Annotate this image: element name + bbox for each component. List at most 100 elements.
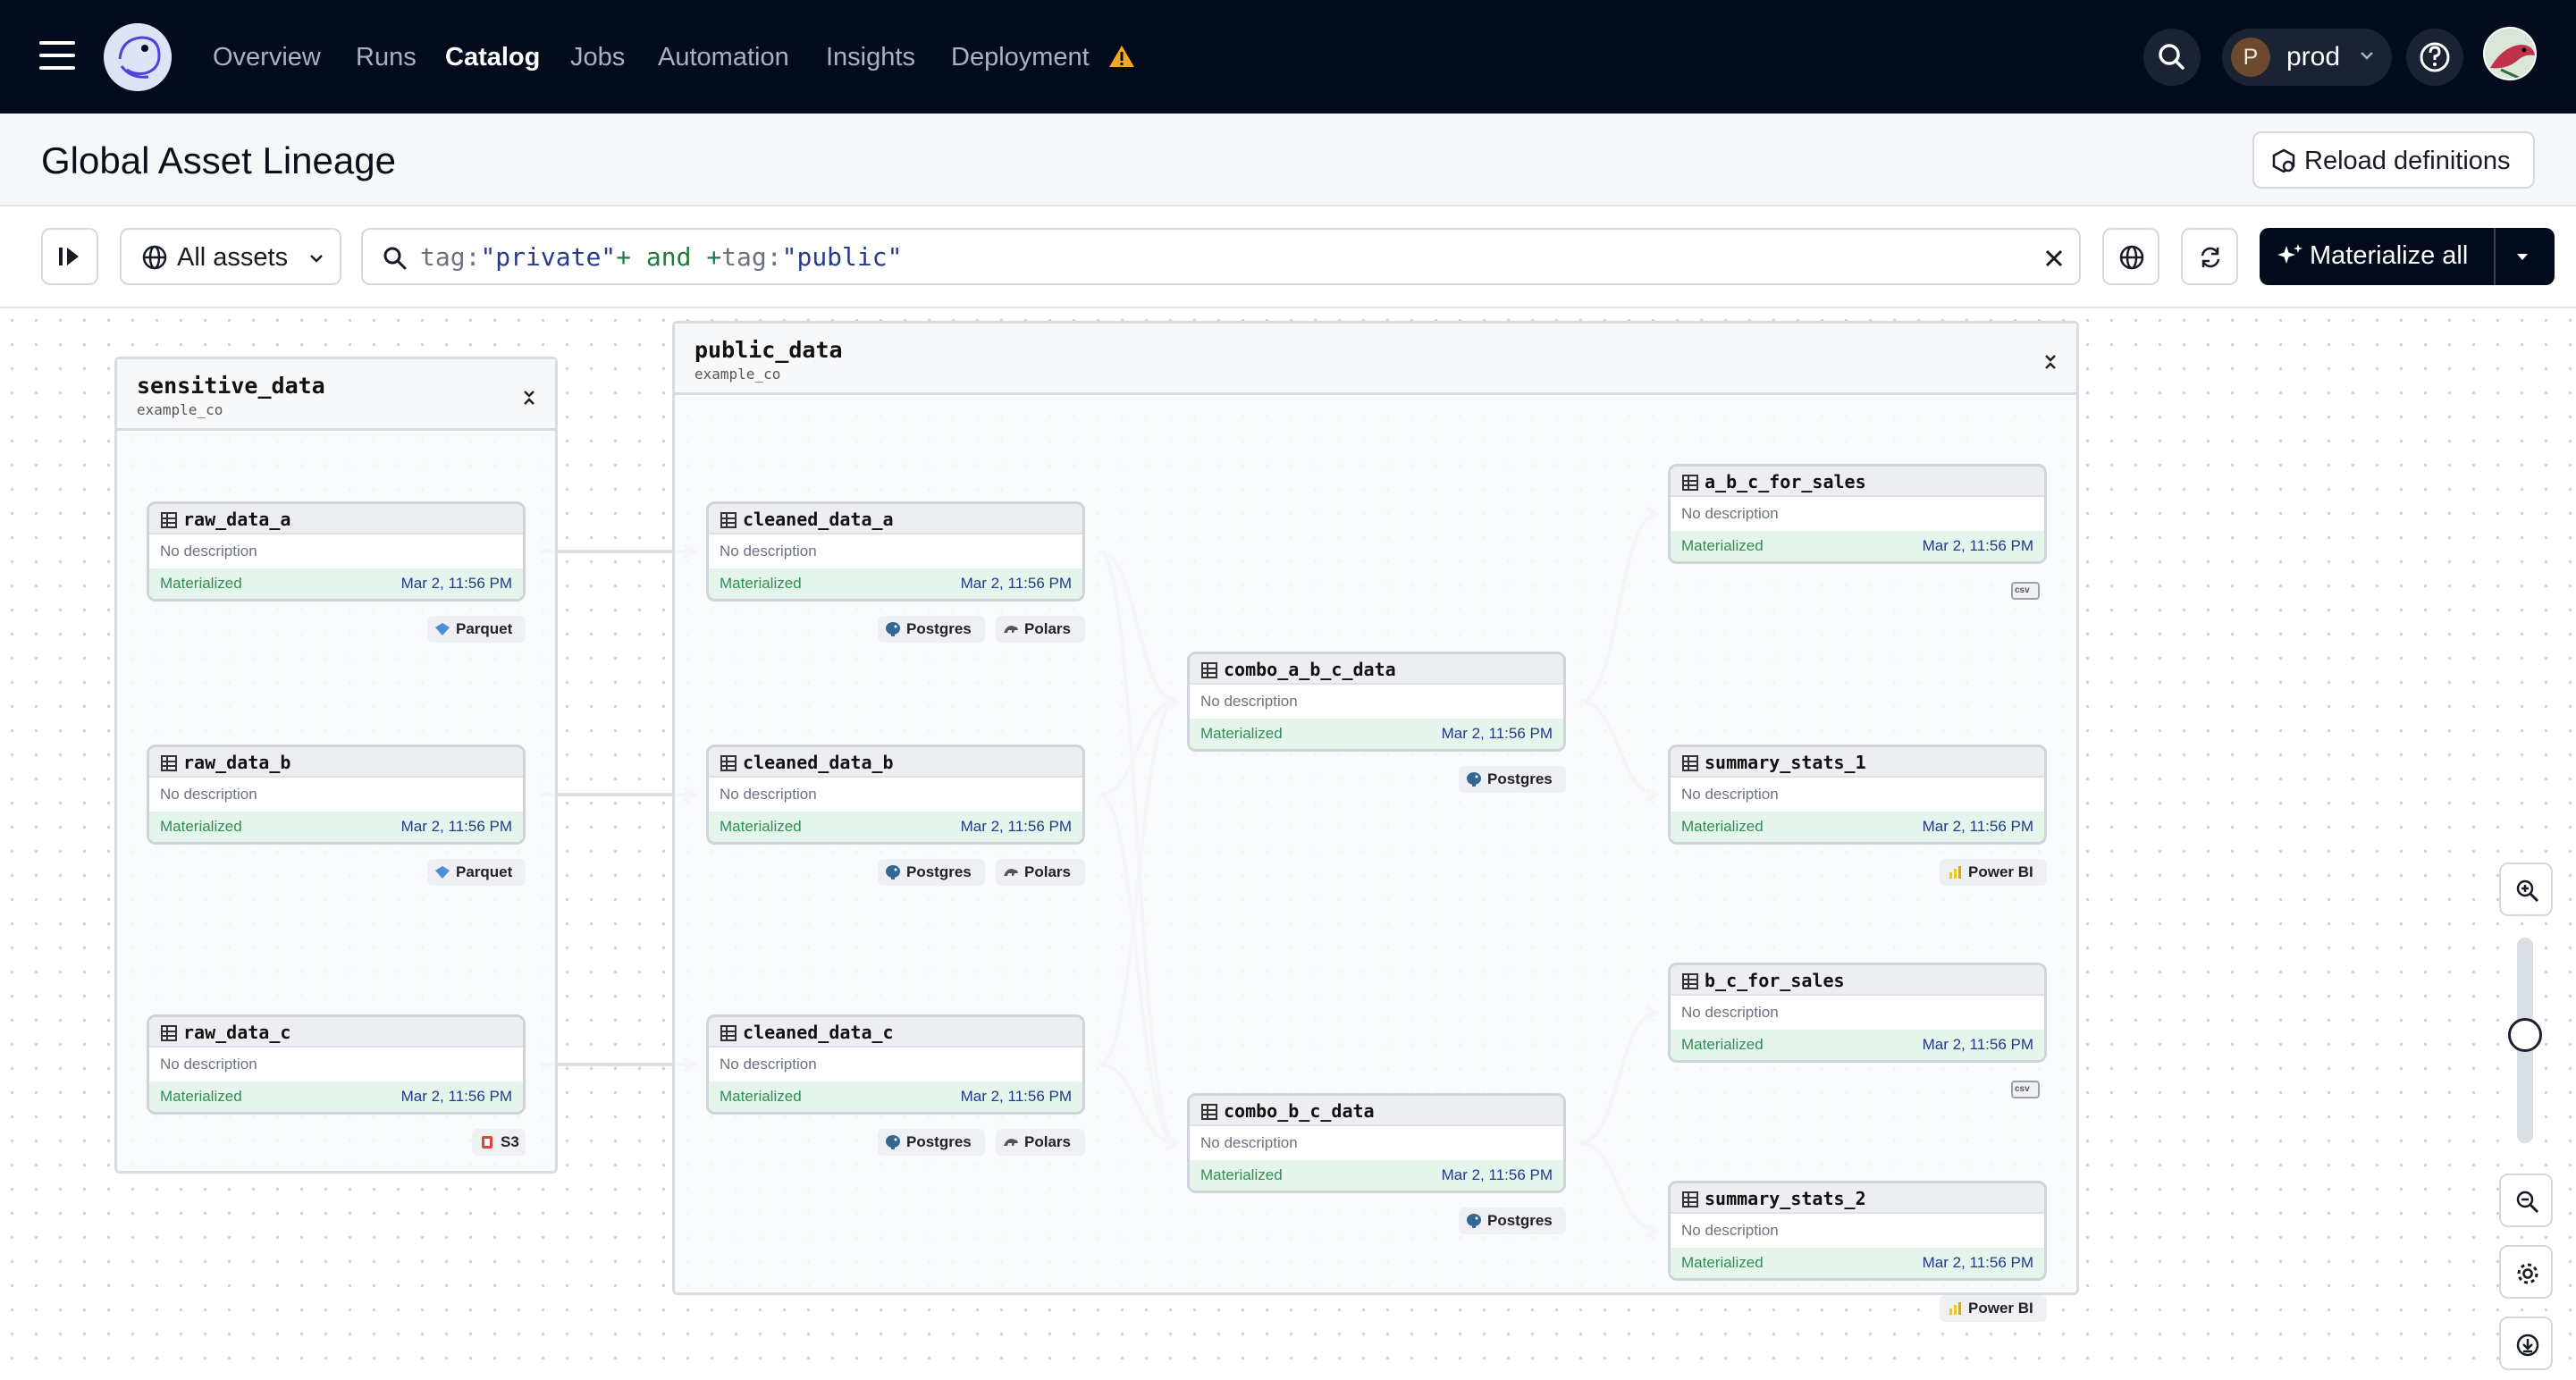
download-graph-button[interactable]	[2499, 1317, 2553, 1370]
nav-runs[interactable]: Runs	[356, 43, 417, 72]
environment-switcher[interactable]: P prod	[2222, 29, 2392, 86]
table-icon	[1201, 662, 1217, 678]
asset-node-raw_c[interactable]: raw_data_c No description Materialized M…	[147, 1014, 526, 1115]
asset-kind-tag: Postgres	[878, 859, 985, 886]
asset-timestamp[interactable]: Mar 2, 11:56 PM	[1922, 818, 2033, 835]
search-icon	[2159, 44, 2185, 70]
asset-node-clean_b[interactable]: cleaned_data_b No description Materializ…	[706, 745, 1085, 845]
asset-timestamp[interactable]: Mar 2, 11:56 PM	[1922, 537, 2033, 554]
asset-status-row: Materialized Mar 2, 11:56 PM	[709, 812, 1082, 842]
asset-timestamp[interactable]: Mar 2, 11:56 PM	[1441, 1166, 1553, 1183]
asset-kind-label: S3	[501, 1133, 519, 1150]
asset-node-raw_a[interactable]: raw_data_a No description Materialized M…	[147, 501, 526, 602]
asset-timestamp[interactable]: Mar 2, 11:56 PM	[400, 1088, 512, 1105]
asset-kind-label: Polars	[1024, 620, 1071, 637]
asset-status-row: Materialized Mar 2, 11:56 PM	[1190, 719, 1563, 749]
asset-status: Materialized	[1200, 1166, 1283, 1183]
asset-node-clean_c[interactable]: cleaned_data_c No description Materializ…	[706, 1014, 1085, 1115]
user-avatar[interactable]	[2483, 27, 2537, 80]
nav-automation[interactable]: Automation	[658, 43, 789, 72]
graph-toolbar: All assets tag:"private"+ and +tag:"publ…	[0, 206, 2576, 308]
nav-catalog[interactable]: Catalog	[445, 43, 541, 72]
toggle-external-assets-button[interactable]	[2102, 228, 2159, 285]
top-nav: Overview Runs Catalog Jobs Automation In…	[0, 0, 2576, 114]
dagster-logo[interactable]	[104, 23, 172, 91]
query-token: tag:	[420, 242, 481, 272]
asset-group-location: example_co	[695, 366, 781, 383]
asset-timestamp[interactable]: Mar 2, 11:56 PM	[400, 575, 512, 592]
collapse-icon[interactable]	[2042, 352, 2058, 372]
materialize-options-chevron-icon[interactable]	[2512, 246, 2533, 267]
asset-node-bc_sales[interactable]: b_c_for_sales No description Materialize…	[1668, 963, 2047, 1063]
power-bi-icon	[1949, 866, 1961, 879]
close-icon[interactable]	[2043, 248, 2065, 269]
asset-scope-select[interactable]: All assets	[120, 228, 341, 285]
zoom-slider-handle[interactable]	[2508, 1018, 2542, 1052]
materialize-all-button[interactable]: Materialize all	[2260, 228, 2555, 285]
postgres-icon	[886, 622, 900, 636]
asset-status: Materialized	[160, 818, 242, 835]
asset-description: No description	[160, 786, 257, 803]
asset-node-stats_1[interactable]: summary_stats_1 No description Materiali…	[1668, 745, 2047, 845]
asset-node-header: a_b_c_for_sales	[1671, 467, 2044, 497]
asset-kind-label: Parquet	[456, 620, 513, 637]
asset-status: Materialized	[1681, 818, 1764, 835]
asset-node-abc_sales[interactable]: a_b_c_for_sales No description Materiali…	[1668, 464, 2047, 564]
warning-icon	[1109, 46, 1134, 67]
asset-kind-tag: Postgres	[878, 1129, 985, 1156]
nav-overview[interactable]: Overview	[213, 43, 321, 72]
asset-timestamp[interactable]: Mar 2, 11:56 PM	[400, 818, 512, 835]
button-divider	[2494, 228, 2496, 285]
search-button[interactable]	[2143, 29, 2201, 86]
nav-insights[interactable]: Insights	[826, 43, 915, 72]
asset-node-header: raw_data_a	[149, 504, 523, 534]
asset-node-header: combo_a_b_c_data	[1190, 654, 1563, 685]
asset-kind-label: Postgres	[1487, 770, 1553, 787]
asset-timestamp[interactable]: Mar 2, 11:56 PM	[960, 1088, 1072, 1105]
asset-graph-canvas[interactable]: sensitive_data example_co public_data ex…	[0, 308, 2576, 1380]
asset-timestamp[interactable]: Mar 2, 11:56 PM	[1922, 1254, 2033, 1271]
help-button[interactable]	[2406, 29, 2463, 86]
asset-node-raw_b[interactable]: raw_data_b No description Materialized M…	[147, 745, 526, 845]
csv-icon: csv	[2011, 582, 2040, 600]
asset-name: raw_data_c	[183, 1022, 291, 1043]
asset-status: Materialized	[720, 818, 802, 835]
postgres-icon	[1467, 1214, 1481, 1228]
asset-status-row: Materialized Mar 2, 11:56 PM	[149, 568, 523, 599]
sparkle-icon	[2277, 244, 2302, 264]
asset-group-header[interactable]: sensitive_data example_co	[117, 359, 555, 431]
asset-node-stats_2[interactable]: summary_stats_2 No description Materiali…	[1668, 1181, 2047, 1281]
environment-avatar: P	[2231, 38, 2270, 77]
asset-group-header[interactable]: public_data example_co	[675, 324, 2076, 395]
asset-kind-label: Polars	[1024, 863, 1071, 880]
globe-icon	[2119, 245, 2144, 270]
sidebar-toggle-button[interactable]	[41, 228, 98, 285]
environment-name: prod	[2286, 42, 2341, 72]
asset-timestamp[interactable]: Mar 2, 11:56 PM	[960, 818, 1072, 835]
asset-timestamp[interactable]: Mar 2, 11:56 PM	[1441, 725, 1553, 742]
postgres-icon	[1467, 772, 1481, 787]
refresh-button[interactable]	[2181, 228, 2238, 285]
graph-settings-button[interactable]	[2499, 1245, 2553, 1299]
collapse-icon[interactable]	[521, 388, 537, 408]
asset-timestamp[interactable]: Mar 2, 11:56 PM	[960, 575, 1072, 592]
reload-definitions-button[interactable]: Reload definitions	[2252, 131, 2535, 189]
asset-node-clean_a[interactable]: cleaned_data_a No description Materializ…	[706, 501, 1085, 602]
asset-node-combo_abc[interactable]: combo_a_b_c_data No description Material…	[1187, 652, 1566, 752]
asset-name: a_b_c_for_sales	[1705, 471, 1866, 492]
query-token: tag:	[721, 242, 782, 272]
nav-jobs[interactable]: Jobs	[570, 43, 626, 72]
asset-node-combo_bc[interactable]: combo_b_c_data No description Materializ…	[1187, 1093, 1566, 1193]
zoom-in-button[interactable]	[2499, 862, 2553, 916]
menu-icon[interactable]	[39, 41, 75, 70]
asset-selection-input[interactable]: tag:"private"+ and +tag:"public"	[361, 228, 2081, 285]
postgres-icon	[886, 1135, 900, 1149]
asset-timestamp[interactable]: Mar 2, 11:56 PM	[1922, 1036, 2033, 1053]
asset-scope-label: All assets	[177, 243, 289, 272]
asset-kind-label: Postgres	[1487, 1212, 1553, 1229]
asset-kind-tag: Polars	[996, 616, 1085, 643]
csv-icon: csv	[2011, 1081, 2040, 1098]
asset-status: Materialized	[1200, 725, 1283, 742]
nav-deployment[interactable]: Deployment	[951, 43, 1090, 72]
zoom-out-button[interactable]	[2499, 1174, 2553, 1227]
